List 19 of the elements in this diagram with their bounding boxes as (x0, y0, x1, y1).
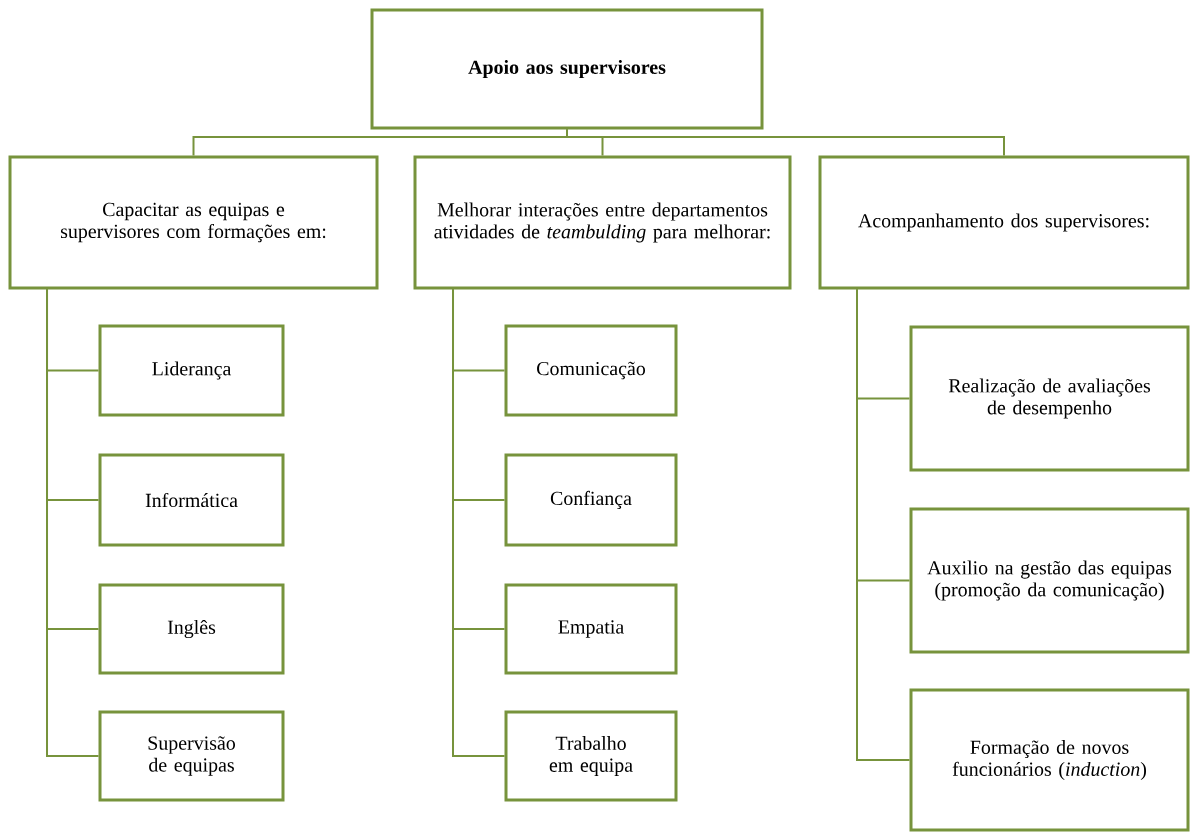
item-box: Supervisão de equipas (98, 710, 285, 802)
item-box: Auxilio na gestão das equipas (promoção da comunicação) (909, 507, 1190, 654)
item-box: Realização de avaliações de desempenho (909, 325, 1190, 472)
item-box: Liderança (98, 324, 285, 417)
item-box: Confiança (504, 453, 678, 547)
item-box: Trabalho em equipa (504, 710, 678, 802)
item-box: Empatia (504, 583, 678, 675)
connector-line (452, 288, 506, 757)
item-box: Formação de novos funcionários (induction) (909, 688, 1190, 832)
connector-line (46, 288, 100, 757)
connector-line (566, 128, 1005, 157)
connector-line (856, 288, 911, 761)
item-box: Informática (98, 453, 285, 547)
item-box: Comunicação (504, 324, 678, 417)
category-box: Capacitar as equipas e supervisores com formações em: (8, 155, 379, 290)
category-box: Melhorar interações entre departamentos atividades de teambulding para melhorar: (413, 155, 792, 290)
category-box: Acompanhamento dos supervisores: (818, 155, 1190, 290)
title-box: Apoio aos supervisores (370, 8, 764, 130)
item-box: Inglês (98, 583, 285, 675)
